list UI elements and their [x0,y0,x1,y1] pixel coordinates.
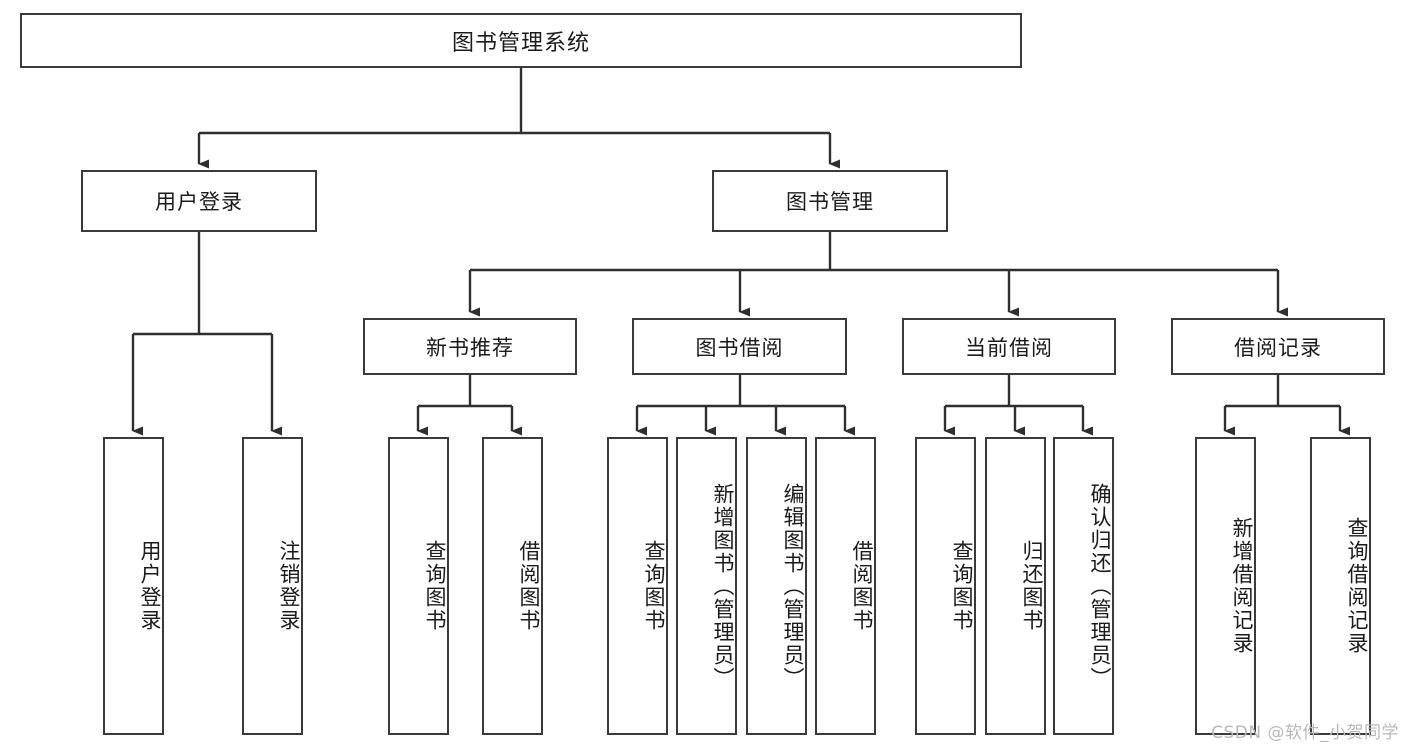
watermark-text: CSDN @软件_小贺同学 [1211,723,1399,743]
node-new-book-recommend[interactable]: 新书推荐 [363,318,577,375]
leaf-add-book-admin[interactable]: 新增图书（管理员） [676,437,737,735]
leaf-confirm-return-admin[interactable]: 确认归还（管理员） [1053,437,1114,735]
leaf-borrow-book[interactable]: 借阅图书 [815,437,876,735]
node-book-management[interactable]: 图书管理 [712,170,948,232]
node-book-borrow[interactable]: 图书借阅 [632,318,847,375]
leaf-query-book-borrow[interactable]: 查询图书 [607,437,668,735]
leaf-query-book-current[interactable]: 查询图书 [915,437,976,735]
node-user-login[interactable]: 用户登录 [81,170,317,232]
leaf-edit-book-admin[interactable]: 编辑图书（管理员） [746,437,807,735]
node-current-borrow[interactable]: 当前借阅 [902,318,1116,375]
leaf-return-book[interactable]: 归还图书 [985,437,1046,735]
leaf-query-borrow-record[interactable]: 查询借阅记录 [1310,437,1371,735]
leaf-user-login[interactable]: 用户登录 [103,437,164,735]
leaf-logout[interactable]: 注销登录 [242,437,303,735]
node-borrow-record[interactable]: 借阅记录 [1171,318,1385,375]
leaf-borrow-book-recommend[interactable]: 借阅图书 [482,437,543,735]
node-root[interactable]: 图书管理系统 [20,13,1022,68]
leaf-query-book-recommend[interactable]: 查询图书 [388,437,449,735]
leaf-add-borrow-record[interactable]: 新增借阅记录 [1195,437,1256,735]
